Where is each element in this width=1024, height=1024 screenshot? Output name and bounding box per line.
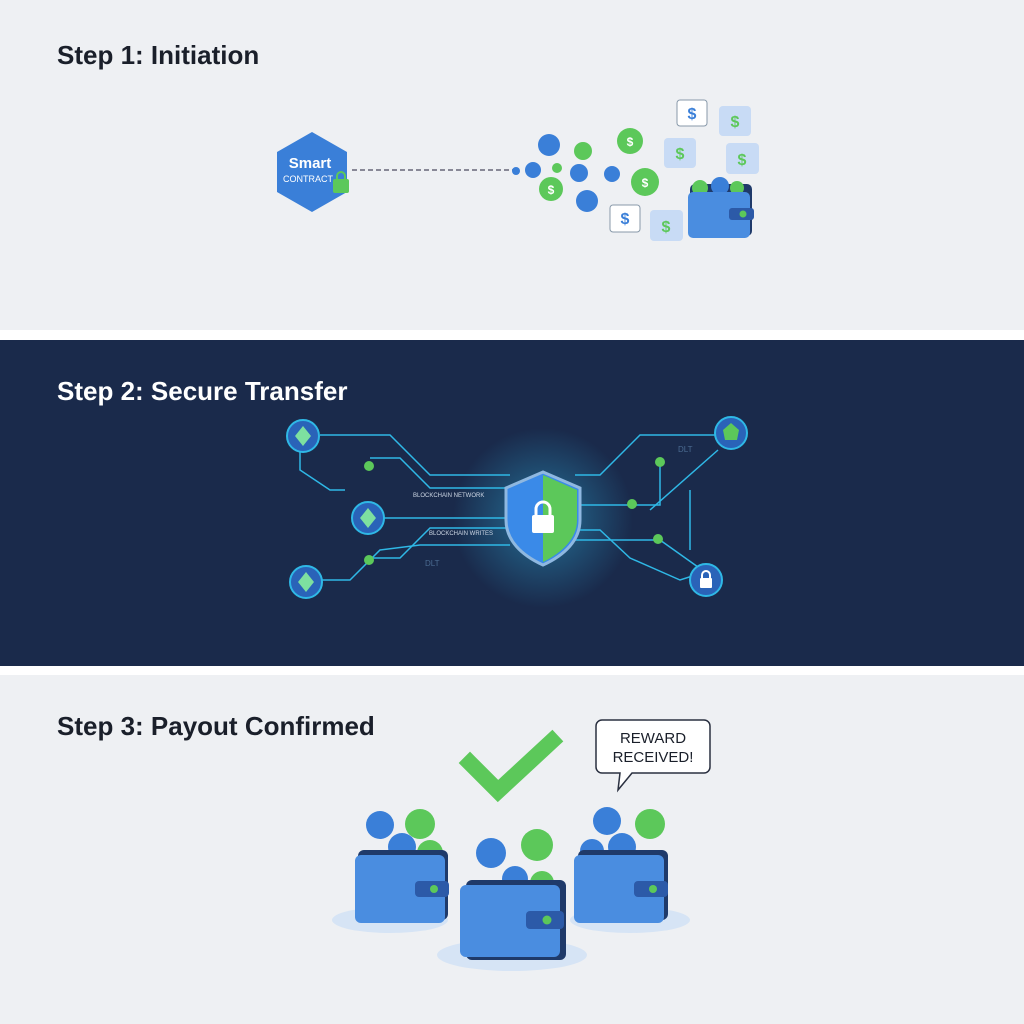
step-1-title: Step 1: Initiation <box>57 40 260 70</box>
step-2-title: Step 2: Secure Transfer <box>57 376 348 406</box>
wallet-right <box>570 807 690 933</box>
green-nodes <box>364 457 665 565</box>
checkmark-icon <box>458 729 564 803</box>
step-3-title: Step 3: Payout Confirmed <box>57 711 375 741</box>
svg-text:$: $ <box>662 219 671 236</box>
svg-text:$: $ <box>642 176 649 190</box>
svg-text:$: $ <box>688 106 697 123</box>
coins: $ $ $ <box>512 128 659 212</box>
contract-label-smart: Smart <box>289 155 332 172</box>
secure-transfer-illustration: BLOCKCHAIN NETWORK BLOCKCHAIN WRITES DLT… <box>286 416 748 608</box>
initiation-illustration: Smart CONTRACT $ $ $ $ $ $ $ $ $ <box>277 99 759 241</box>
network-label-1: BLOCKCHAIN NETWORK <box>413 493 484 499</box>
network-node-icons <box>286 416 748 599</box>
svg-text:$: $ <box>676 146 685 163</box>
smart-contract-hexagon: Smart CONTRACT <box>277 132 349 212</box>
step-1-panel: Step 1: Initiation Smart CONTRACT $ $ $ … <box>0 0 1024 330</box>
dollar-bill-icons: $ $ $ $ $ $ <box>609 99 759 241</box>
network-label-2: BLOCKCHAIN WRITES <box>429 531 493 537</box>
svg-text:$: $ <box>548 183 555 197</box>
wallet-icon <box>688 177 754 238</box>
node-label: DLT <box>678 445 693 454</box>
payout-illustration: REWARD RECEIVED! <box>332 719 711 971</box>
step-2-panel: Step 2: Secure Transfer BLOCKCH <box>0 340 1024 666</box>
step-3-panel: Step 3: Payout Confirmed REWARD RECEIVED… <box>0 675 1024 1024</box>
wallet-center <box>437 829 587 971</box>
svg-text:$: $ <box>738 152 747 169</box>
wallet-left <box>332 809 449 933</box>
contract-label-contract: CONTRACT <box>283 174 333 184</box>
shield-lock-icon <box>504 470 582 567</box>
bubble-text-line-1: REWARD <box>620 730 686 747</box>
lock-node-icon <box>689 563 723 597</box>
lock-icon <box>333 171 349 193</box>
svg-text:$: $ <box>627 135 634 149</box>
svg-text:$: $ <box>731 114 740 131</box>
svg-text:$: $ <box>621 211 630 228</box>
node-label-2: DLT <box>425 559 440 568</box>
speech-bubble: REWARD RECEIVED! <box>595 719 711 793</box>
bubble-text-line-2: RECEIVED! <box>613 749 694 766</box>
